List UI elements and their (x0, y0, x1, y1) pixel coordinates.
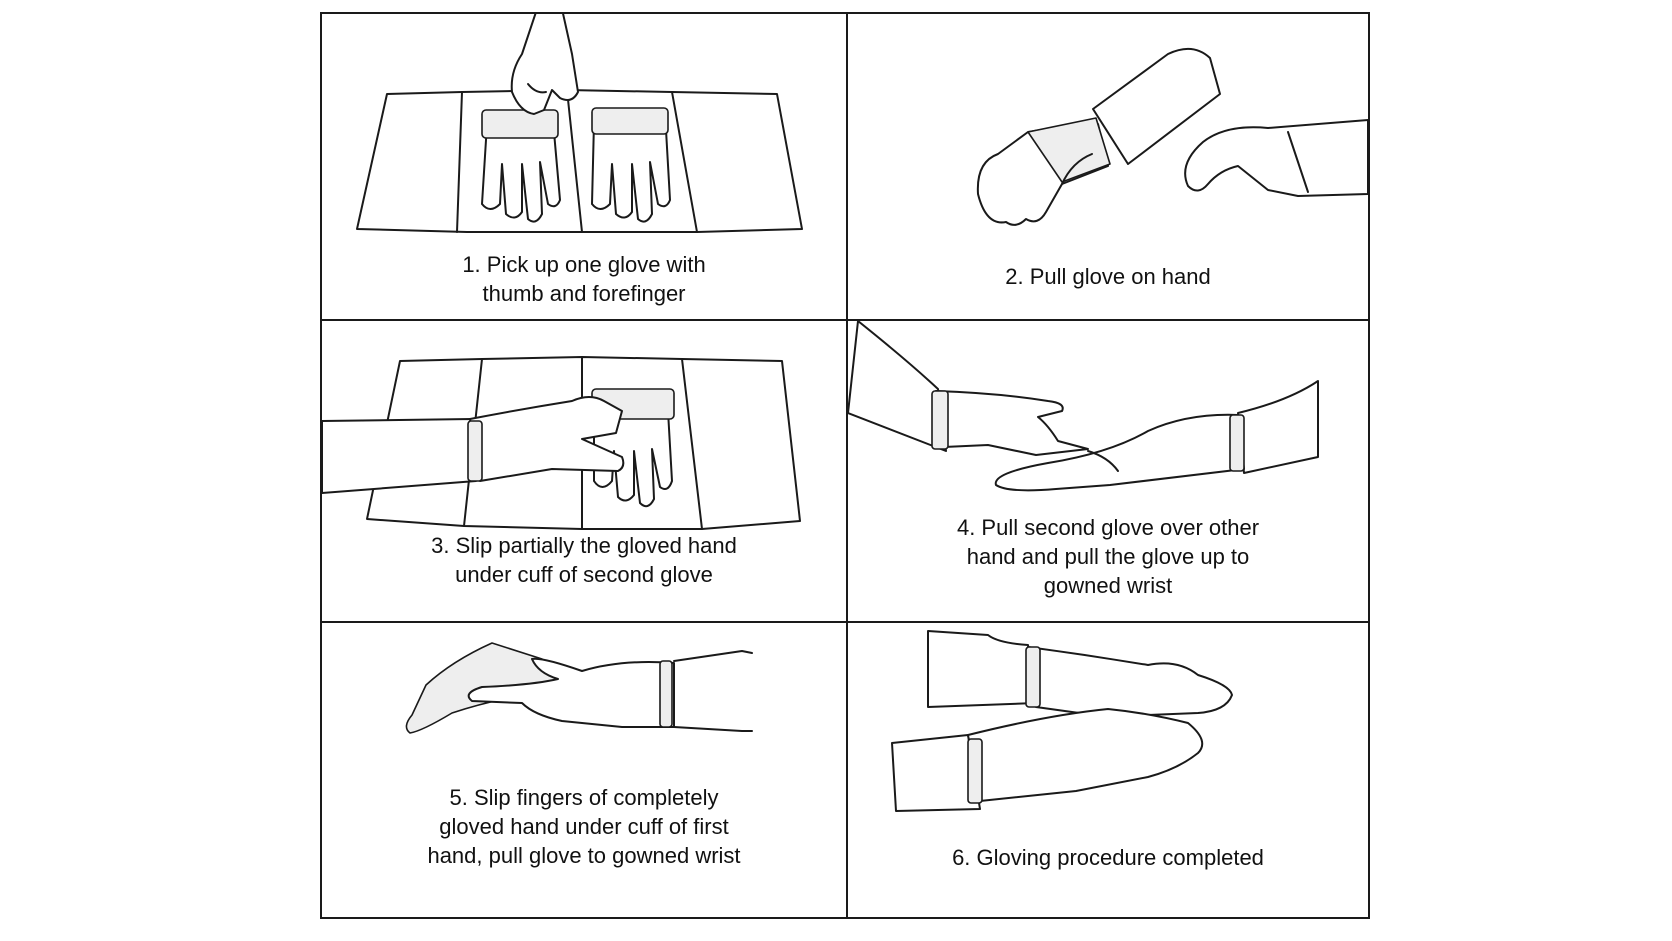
step-1-caption: 1. Pick up one glove with thumb and fore… (462, 252, 706, 306)
step-5-panel: 5. Slip fingers of completely gloved han… (322, 623, 846, 917)
step-4-caption: 4. Pull second glove over other hand and… (956, 515, 1260, 598)
step-6-panel: 6. Gloving procedure completed (848, 623, 1368, 917)
step-6-caption: 6. Gloving procedure completed (952, 845, 1264, 870)
step-3-caption: 3. Slip partially the gloved hand under … (431, 533, 737, 587)
step-5-caption: 5. Slip fingers of completely gloved han… (427, 785, 741, 868)
pull-second-glove-icon (848, 321, 1319, 492)
step-3-panel: 3. Slip partially the gloved hand under … (322, 321, 846, 621)
slip-under-cuff-icon (322, 356, 801, 530)
fingers-under-cuff-icon (405, 642, 753, 734)
step-2-panel: 2. Pull glove on hand (848, 14, 1368, 319)
step-1-panel: 1. Pick up one glove with thumb and fore… (322, 14, 846, 319)
pick-up-glove-icon (356, 14, 803, 233)
gloved-hands-icon (891, 630, 1233, 812)
steps-grid: 1. Pick up one glove with thumb and fore… (320, 12, 1370, 919)
pull-glove-icon (976, 47, 1368, 226)
step-4-panel: 4. Pull second glove over other hand and… (848, 321, 1368, 621)
step-2-caption: 2. Pull glove on hand (1005, 264, 1211, 289)
